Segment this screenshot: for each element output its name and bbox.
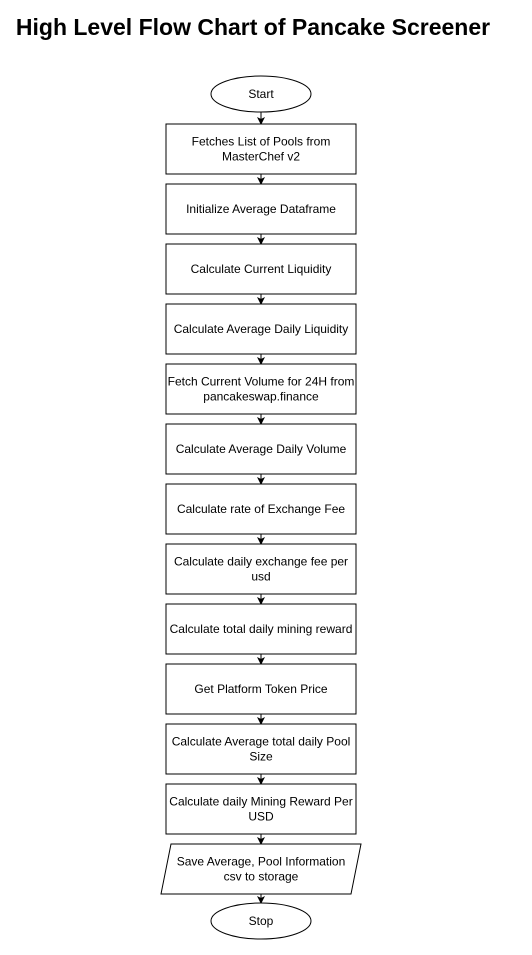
flow-node-fetch-volume: Fetch Current Volume for 24H frompancake… [165,363,357,415]
flow-node-label: Fetches List of Pools from [192,135,331,149]
flow-node-label: Initialize Average Dataframe [186,202,336,216]
flow-node-label: pancakeswap.finance [203,390,319,404]
flow-node-label: Save Average, Pool Information [177,855,346,869]
process-shape [165,783,357,835]
flow-node-label: Get Platform Token Price [194,682,327,696]
flow-node-label: Start [248,87,274,101]
flow-node-label: usd [251,570,270,584]
process-shape [165,363,357,415]
process-shape [165,123,357,175]
flow-node-label: Calculate rate of Exchange Fee [177,502,345,516]
process-shape [165,243,357,295]
flow-node-label: Fetch Current Volume for 24H from [168,375,355,389]
flow-node-label: Stop [249,914,274,928]
process-shape [165,663,357,715]
flow-node-mining-reward: Calculate total daily mining reward [165,603,357,655]
flow-node-stop: Stop [210,902,312,940]
terminator-shape [210,902,312,940]
flow-node-label: Calculate Average total daily Pool [172,735,351,749]
process-shape [165,303,357,355]
flow-node-token-price: Get Platform Token Price [165,663,357,715]
flow-node-label: csv to storage [224,870,299,884]
process-shape [165,603,357,655]
flow-node-label: MasterChef v2 [222,150,300,164]
flow-node-label: Calculate Current Liquidity [191,262,332,276]
flow-node-label: Calculate total daily mining reward [170,622,353,636]
terminator-shape [210,75,312,113]
flow-node-start: Start [210,75,312,113]
flow-node-avg-daily-volume: Calculate Average Daily Volume [165,423,357,475]
flow-node-label: USD [248,810,274,824]
flow-node-init-dataframe: Initialize Average Dataframe [165,183,357,235]
flow-node-exchange-fee-rate: Calculate rate of Exchange Fee [165,483,357,535]
process-shape [165,423,357,475]
page-title: High Level Flow Chart of Pancake Screene… [15,14,491,40]
process-shape [165,183,357,235]
process-shape [165,543,357,595]
flow-node-label: Calculate Average Daily Volume [176,442,347,456]
flow-node-label: Calculate daily exchange fee per [174,555,348,569]
process-shape [165,483,357,535]
process-shape [165,723,357,775]
flow-node-current-liquidity: Calculate Current Liquidity [165,243,357,295]
data-shape [160,843,362,895]
flow-node-label: Calculate Average Daily Liquidity [174,322,349,336]
flow-node-avg-daily-liquidity: Calculate Average Daily Liquidity [165,303,357,355]
flow-node-label: Calculate daily Mining Reward Per [169,795,352,809]
flow-node-label: Size [249,750,273,764]
